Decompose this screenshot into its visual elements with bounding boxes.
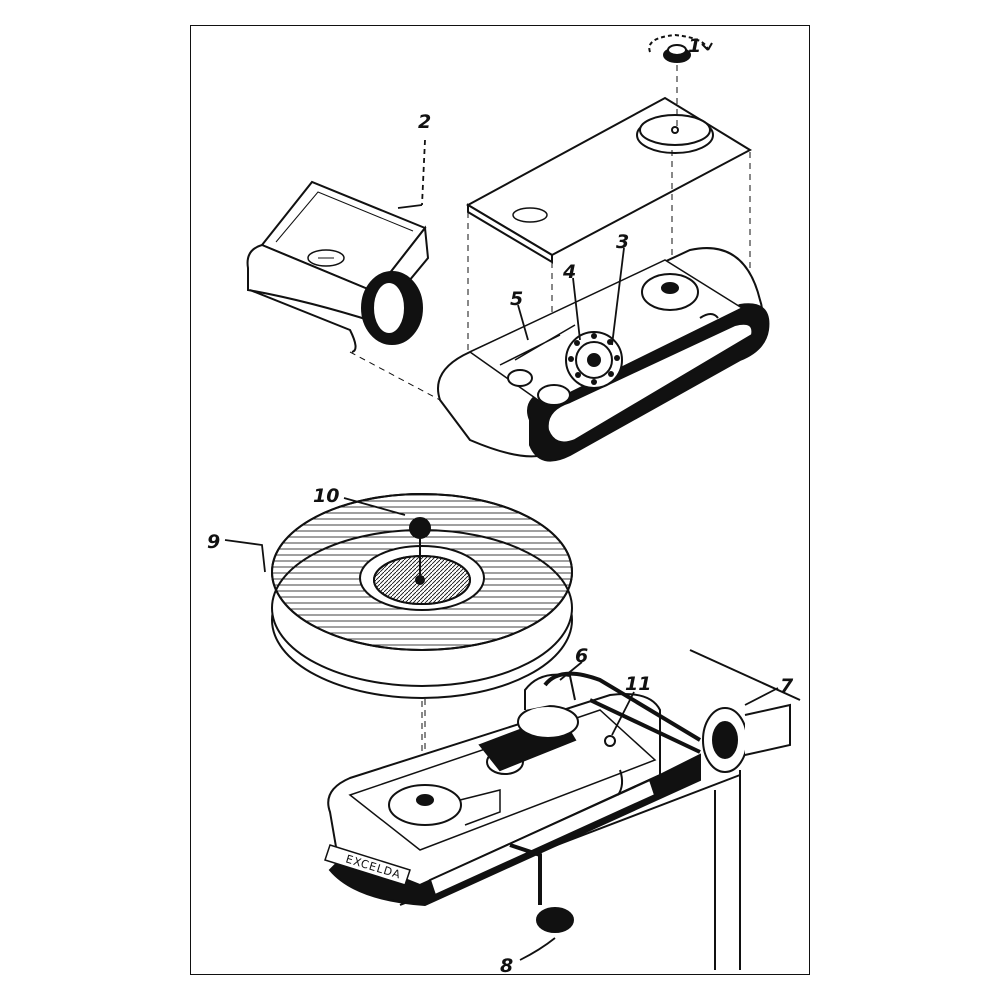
callout-3: 3 bbox=[616, 231, 629, 253]
callout-2: 2 bbox=[418, 111, 431, 133]
spindle-knob bbox=[409, 517, 431, 585]
base-case bbox=[437, 247, 770, 462]
callout-4: 4 bbox=[562, 261, 576, 283]
callout-7: 7 bbox=[780, 675, 794, 697]
lid-box-part bbox=[246, 180, 430, 353]
assembled-gramophone bbox=[327, 649, 801, 970]
callout-8: 8 bbox=[500, 955, 513, 977]
callout-11: 11 bbox=[625, 673, 651, 695]
callout-6: 6 bbox=[575, 645, 588, 667]
callout-1: 1 bbox=[688, 35, 701, 57]
callout-leaders bbox=[224, 139, 779, 961]
callout-9: 9 bbox=[207, 531, 220, 553]
callout-10: 10 bbox=[313, 485, 339, 507]
winding-knob-part bbox=[648, 33, 713, 63]
callout-5: 5 bbox=[510, 288, 523, 310]
cover-lid bbox=[465, 96, 753, 264]
